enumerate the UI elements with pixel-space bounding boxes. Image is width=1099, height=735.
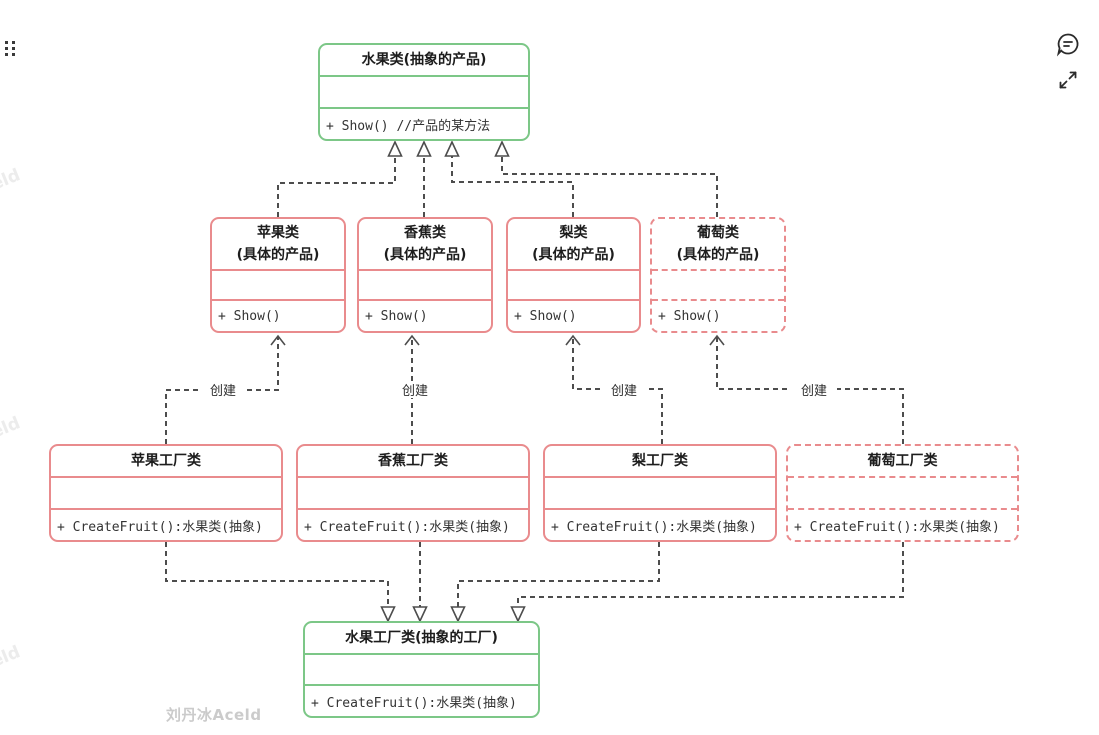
class-box-banana[interactable]: 香蕉类(具体的产品) + Show() bbox=[357, 217, 493, 333]
hollow-triangle-arrowhead bbox=[387, 140, 403, 157]
class-title: 苹果工厂类 bbox=[51, 446, 281, 478]
method-compartment: + CreateFruit():水果类(抽象) bbox=[304, 519, 510, 535]
attributes-compartment bbox=[298, 478, 528, 510]
class-title: 香蕉工厂类 bbox=[298, 446, 528, 478]
method-compartment: + Show() //产品的某方法 bbox=[326, 118, 491, 134]
class-box-grape-factory[interactable]: 葡萄工厂类 + CreateFruit():水果类(抽象) bbox=[786, 444, 1019, 542]
attributes-compartment bbox=[359, 271, 491, 301]
attributes-compartment bbox=[652, 271, 784, 301]
class-box-apple[interactable]: 苹果类(具体的产品) + Show() bbox=[210, 217, 346, 333]
hollow-triangle-arrowhead bbox=[380, 606, 396, 623]
hollow-triangle-arrowhead bbox=[494, 140, 510, 157]
edge-grape-factory-to-fruit-factory-realization[interactable] bbox=[510, 542, 904, 623]
open-arrowhead bbox=[565, 334, 581, 346]
class-box-banana-factory[interactable]: 香蕉工厂类 + CreateFruit():水果类(抽象) bbox=[296, 444, 530, 542]
class-box-grape[interactable]: 葡萄类(具体的产品) + Show() bbox=[650, 217, 786, 333]
edge-banana-factory-creates-banana[interactable]: 创建 bbox=[392, 334, 438, 444]
edge-watermark: eld bbox=[0, 413, 24, 443]
edge-watermark: eld bbox=[0, 642, 24, 672]
edge-grape-to-fruit-realization[interactable] bbox=[494, 140, 718, 217]
hollow-triangle-arrowhead bbox=[510, 606, 526, 623]
class-box-pear[interactable]: 梨类(具体的产品) + Show() bbox=[506, 217, 641, 333]
open-arrowhead bbox=[709, 334, 725, 346]
drag-handle-icon[interactable] bbox=[4, 40, 17, 58]
hollow-triangle-arrowhead bbox=[416, 140, 432, 157]
method-compartment: + Show() bbox=[218, 308, 281, 324]
class-title: 水果类(抽象的产品) bbox=[320, 45, 528, 77]
hollow-triangle-arrowhead bbox=[444, 140, 460, 157]
method-compartment: + Show() bbox=[658, 308, 721, 324]
method-compartment: + CreateFruit():水果类(抽象) bbox=[551, 519, 757, 535]
class-box-pear-factory[interactable]: 梨工厂类 + CreateFruit():水果类(抽象) bbox=[543, 444, 777, 542]
method-compartment: + CreateFruit():水果类(抽象) bbox=[311, 695, 517, 711]
expand-icon[interactable] bbox=[1058, 70, 1078, 90]
edge-label-create: 创建 bbox=[402, 384, 428, 399]
class-title: 葡萄工厂类 bbox=[788, 446, 1017, 478]
attributes-compartment bbox=[788, 478, 1017, 510]
class-title: 葡萄类(具体的产品) bbox=[652, 219, 784, 271]
hollow-triangle-arrowhead bbox=[450, 606, 466, 623]
class-title: 苹果类(具体的产品) bbox=[212, 219, 344, 271]
class-title: 香蕉类(具体的产品) bbox=[359, 219, 491, 271]
class-box-apple-factory[interactable]: 苹果工厂类 + CreateFruit():水果类(抽象) bbox=[49, 444, 283, 542]
class-title: 梨类(具体的产品) bbox=[508, 219, 639, 271]
edge-apple-to-fruit-realization[interactable] bbox=[277, 140, 403, 217]
method-compartment: + Show() bbox=[365, 308, 428, 324]
class-box-fruit-factory[interactable]: 水果工厂类(抽象的工厂) + CreateFruit():水果类(抽象) bbox=[303, 621, 540, 718]
edge-grape-factory-creates-grape[interactable]: 创建 bbox=[709, 334, 904, 444]
author-watermark: 刘丹冰Aceld bbox=[166, 706, 262, 724]
edge-label-create: 创建 bbox=[210, 384, 236, 399]
hollow-triangle-arrowhead bbox=[412, 606, 428, 623]
edge-pear-factory-to-fruit-factory-realization[interactable] bbox=[450, 542, 660, 623]
edge-banana-to-fruit-realization[interactable] bbox=[416, 140, 432, 217]
method-compartment: + Show() bbox=[514, 308, 577, 324]
method-compartment: + CreateFruit():水果类(抽象) bbox=[57, 519, 263, 535]
edge-banana-factory-to-fruit-factory-realization[interactable] bbox=[412, 542, 428, 623]
attributes-compartment bbox=[545, 478, 775, 510]
attributes-compartment bbox=[305, 655, 538, 686]
edge-label-create: 创建 bbox=[611, 384, 637, 399]
attributes-compartment bbox=[320, 77, 528, 109]
method-compartment: + CreateFruit():水果类(抽象) bbox=[794, 519, 1000, 535]
edge-label-create: 创建 bbox=[801, 384, 827, 399]
edge-watermark: eld bbox=[0, 165, 24, 195]
class-title: 梨工厂类 bbox=[545, 446, 775, 478]
attributes-compartment bbox=[508, 271, 639, 301]
attributes-compartment bbox=[51, 478, 281, 510]
edge-pear-to-fruit-realization[interactable] bbox=[444, 140, 574, 217]
edge-pear-factory-creates-pear[interactable]: 创建 bbox=[565, 334, 663, 444]
open-arrowhead bbox=[404, 334, 420, 346]
edge-apple-factory-to-fruit-factory-realization[interactable] bbox=[165, 542, 396, 623]
attributes-compartment bbox=[212, 271, 344, 301]
open-arrowhead bbox=[270, 334, 286, 346]
comment-bubble-icon[interactable] bbox=[1055, 31, 1081, 57]
edge-apple-factory-creates-apple[interactable]: 创建 bbox=[165, 334, 286, 444]
class-box-fruit[interactable]: 水果类(抽象的产品) + Show() //产品的某方法 bbox=[318, 43, 530, 141]
class-title: 水果工厂类(抽象的工厂) bbox=[305, 623, 538, 655]
